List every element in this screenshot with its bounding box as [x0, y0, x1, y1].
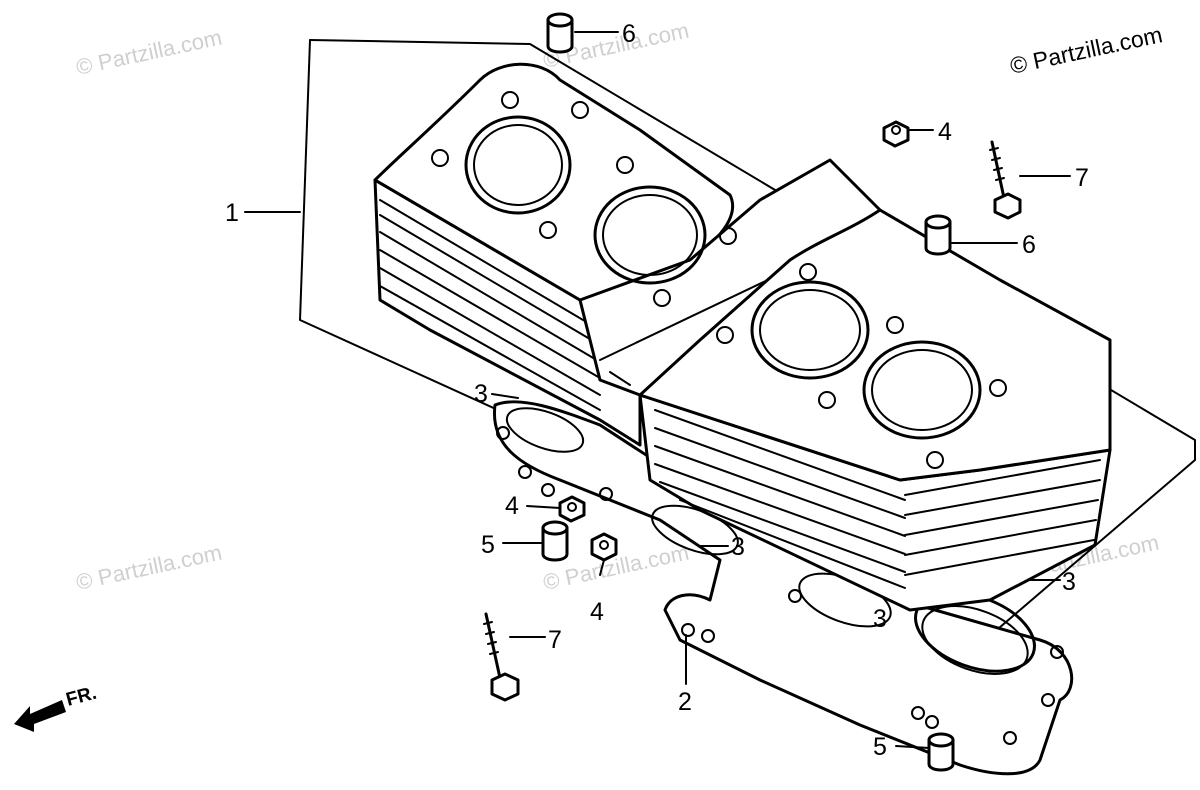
leader-lines: [244, 31, 1071, 749]
front-arrow-icon: FR.: [14, 683, 99, 732]
cap-nut-top: [882, 120, 910, 148]
callout-1: 1: [225, 199, 239, 227]
callout-5: 5: [481, 531, 495, 559]
dowel-pin-bottom: [927, 732, 955, 772]
callout-3: 3: [474, 380, 488, 408]
stud-bolt-lower: [483, 612, 520, 702]
cap-nut-lower: [558, 495, 586, 523]
callout-5: 5: [873, 733, 887, 761]
assembly-bracket: [309, 39, 1196, 641]
callout-7: 7: [1075, 164, 1089, 192]
watermark: © Partzilla.com: [74, 540, 224, 595]
assembly-bracket-left: [299, 39, 521, 421]
copyright-text: © Partzilla.com: [1008, 21, 1165, 79]
callout-6: 6: [622, 20, 636, 48]
callout-4: 4: [505, 492, 519, 520]
callout-3: 3: [731, 533, 745, 561]
callout-6: 6: [1022, 231, 1036, 259]
callout-3: 3: [873, 605, 887, 633]
callout-2: 2: [678, 688, 692, 716]
callout-7: 7: [548, 626, 562, 654]
dowel-pin-lower: [541, 520, 569, 562]
callout-3: 3: [1062, 568, 1076, 596]
base-gasket: [492, 400, 1074, 776]
dowel-pin-right: [924, 214, 952, 256]
callout-4: 4: [590, 598, 604, 626]
watermark: © Partzilla.com: [74, 25, 224, 80]
front-label: FR.: [64, 683, 99, 711]
cylinder-block: [373, 62, 1112, 612]
callout-4: 4: [938, 118, 952, 146]
cap-nut-bottom: [590, 532, 618, 562]
stud-bolt-right: [989, 140, 1022, 220]
dowel-pin-top: [546, 12, 574, 54]
